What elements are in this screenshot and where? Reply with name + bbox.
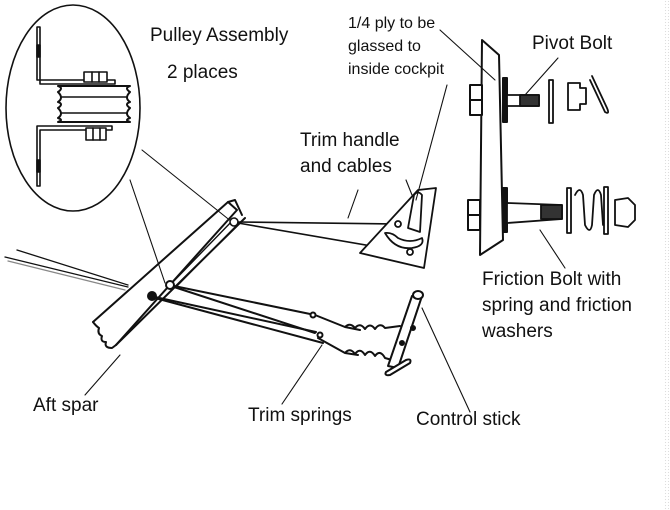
pulley-places-label: 2 places — [167, 62, 238, 83]
friction-bolt-label: Friction Bolt with spring and friction w… — [482, 269, 632, 342]
pulley-leader-lines — [129, 149, 233, 284]
friction-bolt-parts — [506, 186, 636, 235]
pivot-bolt-label: Pivot Bolt — [532, 33, 613, 54]
pulley-assembly-label: Pulley Assembly — [150, 25, 289, 46]
aft-spar — [92, 199, 246, 349]
dotted-right-edge — [664, 0, 670, 510]
control-stick-label: Control stick — [416, 409, 521, 430]
aft-spar-label: Aft spar — [33, 395, 99, 416]
aft-cables — [4, 249, 129, 291]
trim-handle — [359, 187, 437, 269]
control-stick — [384, 290, 424, 377]
trim-spring-cables — [147, 280, 324, 344]
ply-plate — [467, 39, 508, 256]
trim-handle-label: Trim handle and cables — [300, 130, 400, 177]
ply-note-label: 1/4 ply to be glassed to inside cockpit — [348, 15, 445, 78]
pivot-bolt-parts — [506, 75, 610, 124]
pulley-assembly-detail — [5, 4, 141, 212]
leader-lines — [84, 29, 566, 413]
trim-springs — [309, 311, 401, 361]
trim-springs-label: Trim springs — [248, 405, 352, 426]
